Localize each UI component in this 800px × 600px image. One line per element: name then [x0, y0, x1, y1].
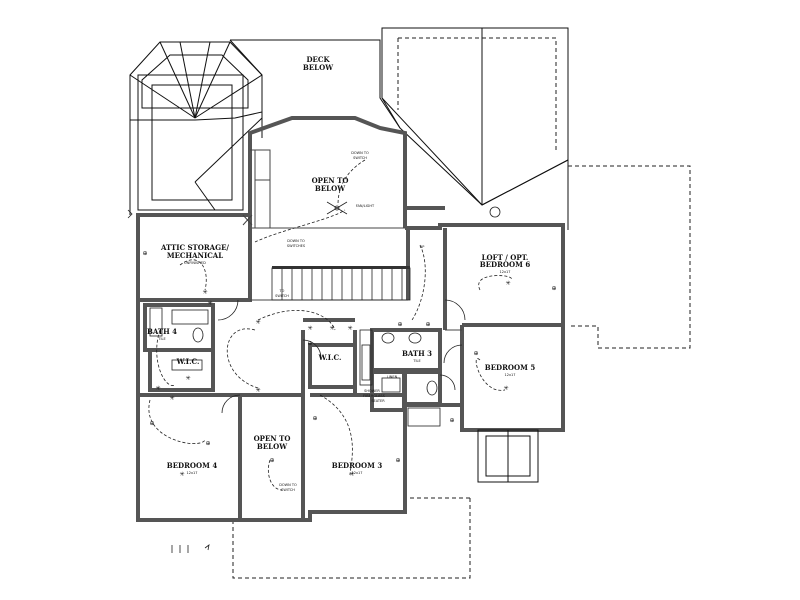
- wic-left-label: W.I.C.: [176, 357, 200, 366]
- light-icon: ✳: [169, 395, 174, 402]
- light-icon: ✳: [185, 375, 190, 382]
- ceiling-fan-icon: [326, 201, 348, 215]
- fan-light-note: FAN/LIGHT: [356, 204, 375, 208]
- outlet-icon: ⊕: [307, 340, 312, 347]
- outlet-icon: ⊕: [312, 415, 317, 422]
- switch-note: SWITCH: [281, 488, 295, 492]
- outlet-icon: ⊕: [269, 457, 274, 464]
- roof-lines: [127, 27, 569, 230]
- shower-label: FIBERGLASS: [363, 394, 385, 398]
- switch-note: SWITCH: [353, 156, 367, 160]
- room-labels: DECK BELOW OPEN TO BELOW DOWN TO SWITCH …: [147, 55, 535, 492]
- light-icon: ✳: [179, 471, 184, 478]
- light-icon: ✳: [307, 325, 312, 332]
- deck-label: DECK: [306, 55, 330, 64]
- outlet-icon: ⊕: [397, 321, 402, 328]
- outlet-icon: ⊕: [149, 420, 154, 427]
- switch-note: SWITCH: [275, 294, 289, 298]
- shower-pan: [359, 329, 373, 386]
- bedroom3-label: BEDROOM 3: [332, 461, 383, 470]
- bath3-fixtures: [361, 332, 441, 427]
- switch-note: TO: [279, 289, 285, 293]
- bath4-sub: TILE: [157, 337, 165, 341]
- bedroom5-label: BEDROOM 5: [485, 363, 536, 372]
- outlet-icon: ⊕: [395, 457, 400, 464]
- light-symbols: ✳ ✳ ✳ ✳ ✳ ✳ ✳ ✳ ✳ ✳ ✳ ✳ ✳ ✳: [155, 280, 510, 478]
- bath3-sub: TILE: [412, 359, 420, 363]
- outlet-icon: ⊕: [551, 285, 556, 292]
- light-icon: ✳: [349, 471, 354, 478]
- light-icon: ✳: [329, 325, 334, 332]
- bedroom4-sub: 12x17: [187, 471, 198, 475]
- linen-label: LINEN: [387, 375, 398, 379]
- bath4-label: BATH 4: [147, 327, 177, 336]
- bath3-label: BATH 3: [402, 349, 432, 358]
- open-to-below-lower-label: BELOW: [257, 442, 287, 451]
- light-icon: ✳: [207, 300, 212, 307]
- shower-label: SHOWER: [364, 389, 380, 393]
- attic-sub: UNFINISHED: [184, 261, 206, 265]
- bedroom3-sub: 12x17: [352, 471, 363, 475]
- deck-label: BELOW: [303, 63, 333, 72]
- bedroom4-label: BEDROOM 4: [167, 461, 218, 470]
- light-icon: ✳: [503, 385, 508, 392]
- light-icon: ✳: [255, 319, 260, 326]
- outlet-icon: ⊕: [205, 440, 210, 447]
- stair: [271, 266, 411, 301]
- switch-note: DOWN TO: [287, 239, 305, 243]
- doors: [217, 299, 466, 414]
- attic-label: ATTIC STORAGE/: [160, 243, 229, 252]
- bay-window-bottom: [477, 429, 539, 483]
- light-icon: ✳: [155, 385, 160, 392]
- light-icon: ✳: [505, 280, 510, 287]
- loft-sub: 12x17: [500, 270, 511, 274]
- switch-note: DOWN TO: [351, 151, 369, 155]
- bath4-fixtures: [149, 307, 209, 371]
- bottom-ticks: [171, 544, 210, 553]
- light-icon: ✳: [202, 289, 207, 296]
- loft-label: BEDROOM 6: [480, 260, 531, 269]
- wic-center-label: W.I.C.: [318, 353, 342, 362]
- switch-note: DOWN TO: [279, 483, 297, 487]
- outlet-icon: ⊕: [425, 321, 430, 328]
- light-icon: ✳: [347, 325, 352, 332]
- attic-label: MECHANICAL: [167, 251, 223, 260]
- switch-note: SWITCHES: [287, 244, 306, 248]
- bedroom5-sub: 12x17: [505, 373, 516, 377]
- outlet-icon: ⊕: [142, 250, 147, 257]
- outlet-icon: ⊕: [473, 350, 478, 357]
- open-to-below-label: BELOW: [315, 184, 345, 193]
- open-to-below-label: OPEN TO: [312, 176, 349, 185]
- open-to-below-lower-label: OPEN TO: [254, 434, 291, 443]
- shower-label: SEATER: [371, 399, 385, 403]
- outlet-icon: ⊕: [449, 417, 454, 424]
- wiring: [148, 159, 512, 491]
- outlet-symbols: ⊕ ⊕ ⊕ ⊕ ⊕ ⊕ ⊕ ⊕ ⊕ ⊕ ⊕ ⊕: [142, 250, 556, 464]
- stair-up-note: UP: [420, 245, 425, 249]
- light-icon: ✳: [255, 387, 260, 394]
- loft-label: LOFT / OPT.: [482, 253, 529, 262]
